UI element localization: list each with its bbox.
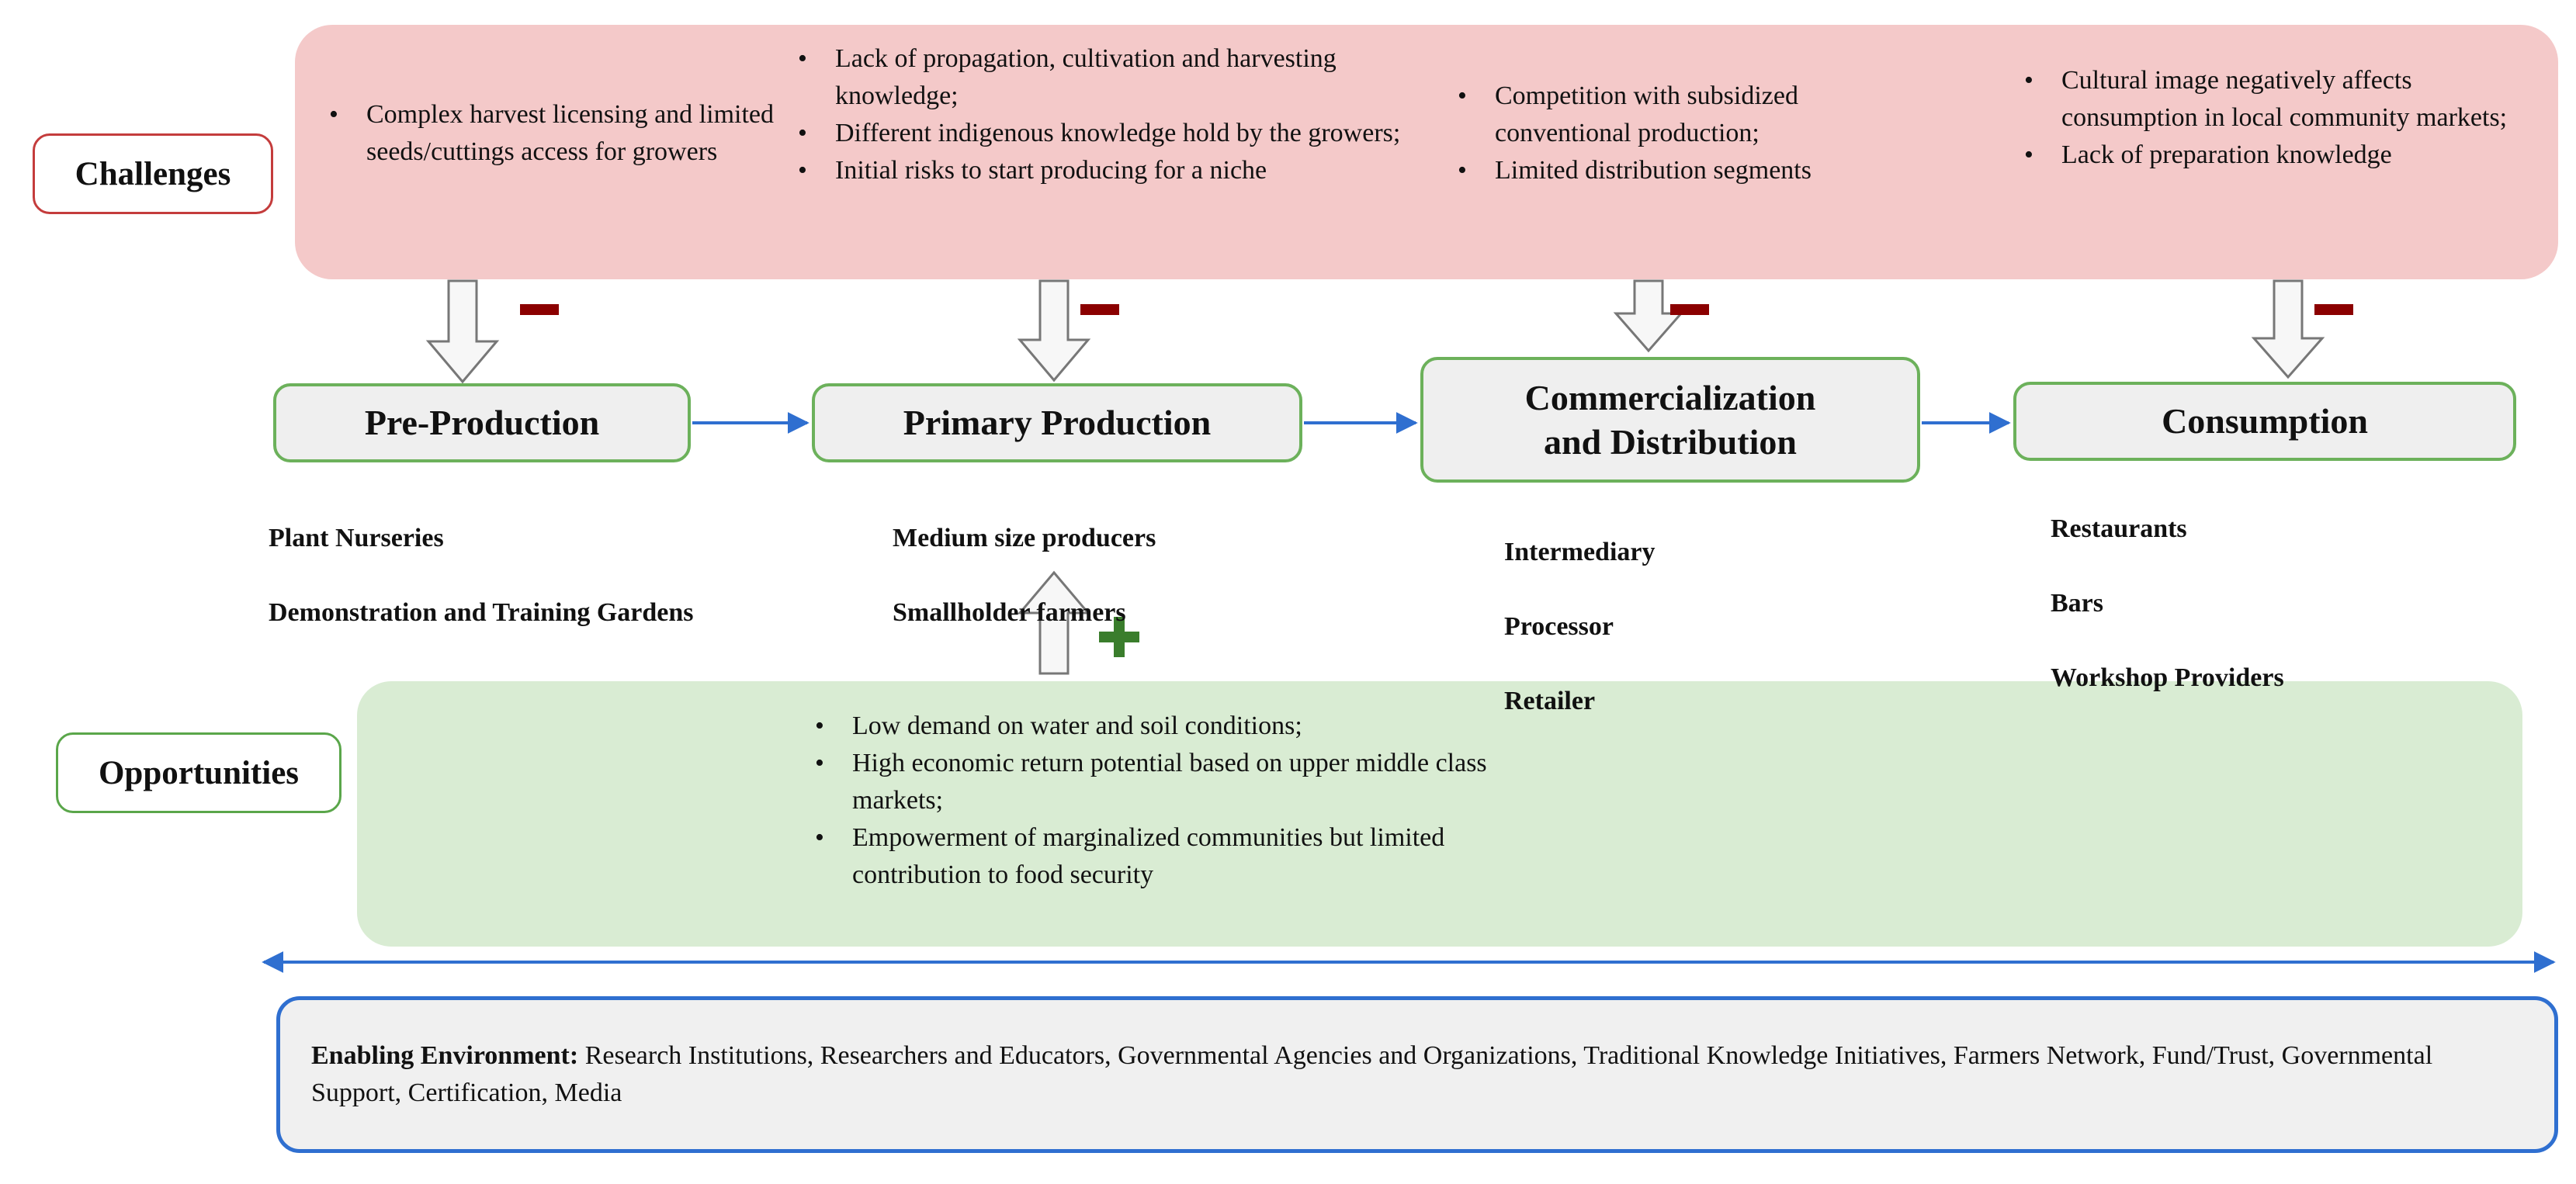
opportunity-item: Empowerment of marginalized communities … [807, 819, 1490, 894]
actor-item: Plant Nurseries [269, 524, 444, 552]
actor-item: Intermediary [1504, 538, 1656, 566]
challenges-list-pre-production: Complex harvest licensing and limited se… [321, 96, 787, 171]
opportunities-list: Low demand on water and soil conditions;… [807, 708, 1490, 894]
challenge-item: Lack of preparation knowledge [2016, 137, 2529, 174]
challenge-item: Different indigenous knowledge hold by t… [790, 115, 1427, 152]
actors-consumption: Restaurants Bars Workshop Providers [2051, 473, 2439, 734]
minus-icon [520, 304, 559, 315]
actors-pre-production: Plant Nurseries Demonstration and Traini… [269, 483, 812, 669]
down-arrow-icon [2251, 279, 2325, 379]
challenges-label: Challenges [33, 133, 273, 214]
challenge-item: Initial risks to start producing for a n… [790, 152, 1427, 189]
stage-title: Commercialization and Distribution [1524, 377, 1816, 462]
opportunities-label: Opportunities [56, 732, 342, 813]
challenge-item: Competition with subsidized conventional… [1450, 78, 1931, 152]
enabling-environment-label: Enabling Environment: [311, 1041, 579, 1070]
down-arrow-icon [425, 279, 500, 384]
enabling-environment-text: Research Institutions, Researchers and E… [311, 1041, 2433, 1107]
down-arrow-icon [1613, 279, 1684, 353]
challenges-list-consumption: Cultural image negatively affects consum… [2016, 62, 2529, 174]
challenge-item: Complex harvest licensing and limited se… [321, 96, 787, 171]
actor-item: Demonstration and Training Gardens [269, 598, 694, 627]
stage-primary-production: Primary Production [812, 383, 1302, 462]
challenges-list-primary-production: Lack of propagation, cultivation and har… [790, 40, 1427, 189]
actors-commercialization: Intermediary Processor Retailer [1504, 497, 1815, 757]
actor-item: Processor [1504, 612, 1614, 641]
opportunity-item: Low demand on water and soil conditions; [807, 708, 1490, 745]
stage-pre-production: Pre-Production [273, 383, 691, 462]
plus-icon [1114, 617, 1125, 657]
actor-item: Medium size producers [893, 524, 1156, 552]
up-arrow-icon [1017, 570, 1091, 675]
actor-item: Smallholder farmers [893, 598, 1126, 627]
stage-consumption: Consumption [2013, 382, 2516, 461]
minus-icon [1080, 304, 1119, 315]
stage-commercialization-distribution: Commercialization and Distribution [1420, 357, 1920, 483]
actors-primary-production: Medium size producers Smallholder farmer… [893, 483, 1281, 669]
challenge-item: Limited distribution segments [1450, 152, 1931, 189]
challenges-list-commercialization: Competition with subsidized conventional… [1450, 78, 1931, 189]
actor-item: Retailer [1504, 687, 1596, 715]
down-arrow-icon [1017, 279, 1091, 383]
opportunity-item: High economic return potential based on … [807, 745, 1490, 819]
minus-icon [1670, 304, 1709, 315]
actor-item: Workshop Providers [2051, 663, 2284, 692]
minus-icon [2314, 304, 2353, 315]
challenge-item: Lack of propagation, cultivation and har… [790, 40, 1427, 115]
actor-item: Restaurants [2051, 514, 2187, 543]
enabling-environment-box: Enabling Environment: Research Instituti… [276, 996, 2558, 1153]
challenge-item: Cultural image negatively affects consum… [2016, 62, 2529, 137]
actor-item: Bars [2051, 589, 2103, 618]
